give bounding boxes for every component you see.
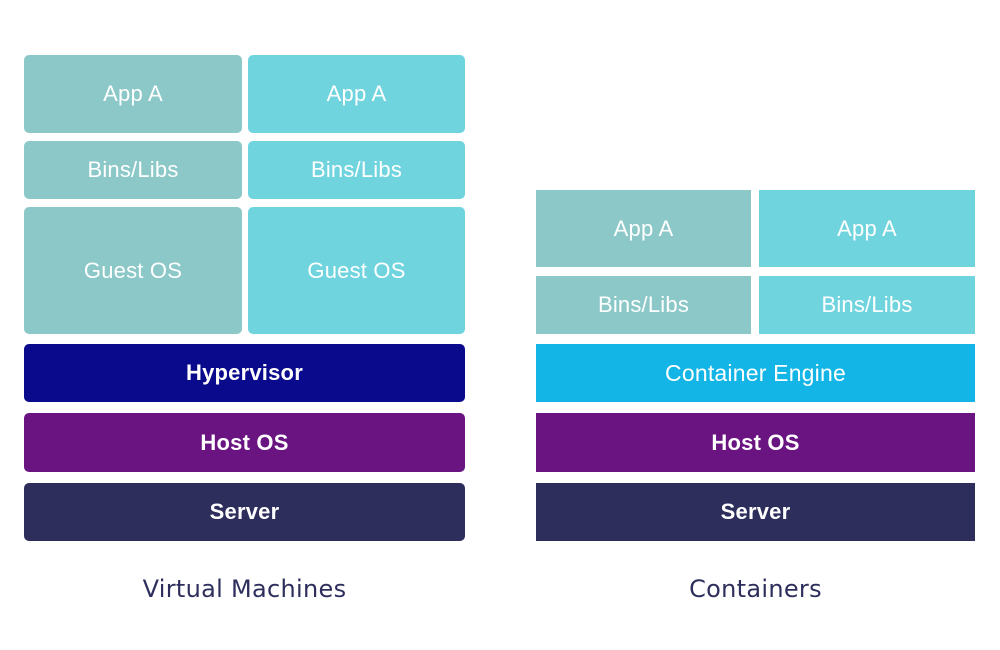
vm-app-a-label-2: App A xyxy=(326,81,387,106)
vm-bins-libs-cell-2[interactable]: Bins/Libs xyxy=(248,141,465,199)
vm-app-a-cell-2[interactable]: App A xyxy=(248,55,465,133)
vm-guest-os-label-2: Guest OS xyxy=(307,257,406,283)
vm-bins-libs-cell-1[interactable]: Bins/Libs xyxy=(24,141,242,199)
vm-guest-os-cell-1[interactable]: Guest OS xyxy=(24,207,242,334)
vm-server-label: Server xyxy=(209,499,280,524)
vm-guest-os-label-1: Guest OS xyxy=(83,257,183,283)
vm-bins-libs-label-1: Bins/Libs xyxy=(87,157,179,182)
container-engine-label: Container Engine xyxy=(665,359,846,386)
container-engine-bar[interactable]: Container Engine xyxy=(536,344,975,402)
virtual-machines-caption-text: Virtual Machines xyxy=(142,575,347,603)
container-app-a-cell-1[interactable]: App A xyxy=(536,190,751,267)
containers-caption: Containers xyxy=(536,575,975,603)
virtual-machines-stack: App A App A Bins/Libs Bins/Libs Guest OS… xyxy=(24,55,465,541)
virtual-machines-caption: Virtual Machines xyxy=(24,575,465,603)
containers-caption-text: Containers xyxy=(689,575,822,603)
vm-app-a-label-1: App A xyxy=(103,81,163,106)
vm-hypervisor-label: Hypervisor xyxy=(186,360,303,385)
vm-bins-row: Bins/Libs Bins/Libs xyxy=(24,141,465,199)
container-app-a-label-1: App A xyxy=(613,215,674,241)
vm-app-row: App A App A xyxy=(24,55,465,133)
container-app-row: App A App A xyxy=(536,190,975,267)
vm-hypervisor-bar[interactable]: Hypervisor xyxy=(24,344,465,402)
vm-host-os-bar[interactable]: Host OS xyxy=(24,413,465,472)
container-app-a-cell-2[interactable]: App A xyxy=(759,190,975,267)
container-host-os-bar[interactable]: Host OS xyxy=(536,413,975,472)
vm-bins-libs-label-2: Bins/Libs xyxy=(310,157,403,182)
container-bins-libs-cell-1[interactable]: Bins/Libs xyxy=(536,276,751,334)
container-server-label: Server xyxy=(720,499,791,524)
vm-app-a-cell-1[interactable]: App A xyxy=(24,55,242,133)
containers-stack: App A App A Bins/Libs Bins/Libs Containe… xyxy=(536,190,975,541)
container-host-os-label: Host OS xyxy=(711,429,800,455)
container-app-a-label-2: App A xyxy=(837,215,897,241)
vm-server-bar[interactable]: Server xyxy=(24,483,465,541)
container-bins-libs-label-2: Bins/Libs xyxy=(821,292,913,317)
vm-host-os-label: Host OS xyxy=(200,429,289,455)
container-bins-libs-label-1: Bins/Libs xyxy=(597,292,690,317)
vm-guest-os-cell-2[interactable]: Guest OS xyxy=(248,207,465,334)
container-bins-libs-cell-2[interactable]: Bins/Libs xyxy=(759,276,975,334)
vm-guest-os-row: Guest OS Guest OS xyxy=(24,207,465,334)
container-server-bar[interactable]: Server xyxy=(536,483,975,541)
container-bins-row: Bins/Libs Bins/Libs xyxy=(536,276,975,334)
